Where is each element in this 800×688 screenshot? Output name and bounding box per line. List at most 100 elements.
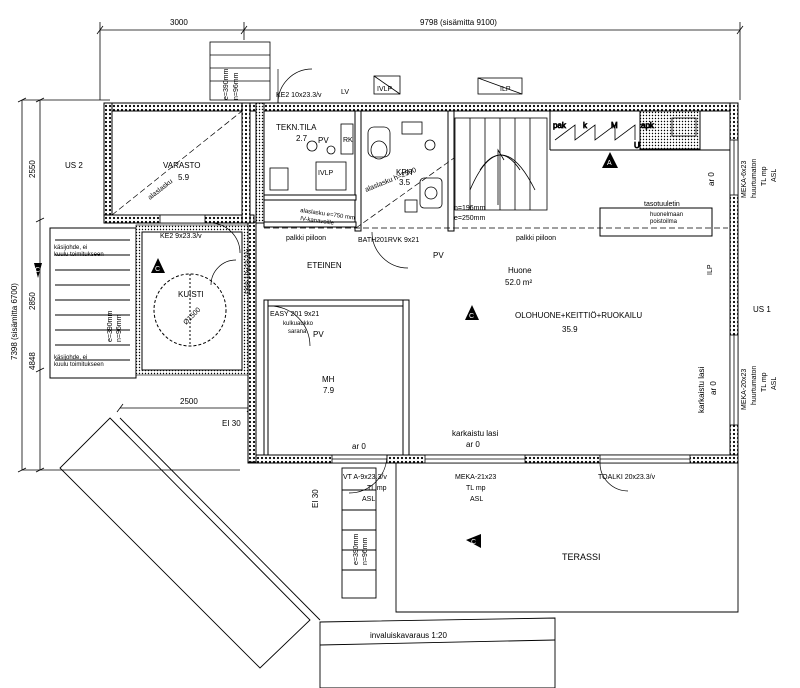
porch-ramp-n: n=96mm [116, 314, 123, 342]
window-meka21: MEKA-21x23 [455, 474, 496, 481]
kitchen-k: k [583, 121, 588, 130]
window-meka6-b: huurtumaton [751, 159, 758, 198]
kitchen-m: M [611, 121, 618, 130]
terrace [341, 463, 739, 613]
ei30-a: EI 30 [222, 419, 241, 428]
kitchen-pak: pak [553, 121, 567, 130]
door-ke2-mid: KE2 9x23.3/v [160, 233, 202, 240]
room-mh-area: 7.9 [323, 386, 335, 395]
room-varasto-name: VARASTO [163, 161, 201, 170]
ramp [59, 417, 556, 688]
section-c-3: C [471, 539, 476, 546]
section-c-2: C [155, 266, 160, 273]
door-vt-tl: TL mp [367, 485, 387, 492]
room-tekn-name: TEKN.TILA [276, 123, 317, 132]
window-meka6-c: TL mp [761, 166, 768, 186]
ivlp-top: IVLP [377, 86, 393, 93]
room-kph-area: 3.5 [399, 178, 411, 187]
dim-porch-width: 2500 [180, 397, 198, 406]
karkaistu-mid: karkaistu lasi [452, 429, 498, 438]
kitchen-counter: pak k M apk U [553, 117, 697, 150]
room-olohuone-area: 35.9 [562, 325, 578, 334]
room-varasto-area: 5.9 [178, 173, 190, 182]
alaslasku-varasto: alaslasku [147, 178, 174, 202]
porch [49, 224, 249, 379]
kitchen-u: U [634, 141, 640, 150]
stair-rise: n=196mm [454, 205, 485, 212]
section-c-1: C [469, 313, 474, 320]
dim-left-mid: 2850 [28, 292, 37, 310]
room-olohuone-name: OLOHUONE+KEITTIÖ+RUOKAILU [515, 311, 642, 320]
stair-run: e=250mm [454, 215, 485, 222]
dashed-lines [111, 110, 728, 229]
label-rk: RK [343, 137, 353, 144]
door-easy-sub2: sarana [288, 329, 307, 335]
section-a: A [607, 160, 612, 167]
dimension-lines [17, 22, 744, 473]
upper-entry [209, 41, 523, 101]
ar0-right-1: ar 0 [707, 172, 716, 186]
room-eteinen-name: ETEINEN [307, 261, 342, 270]
entry-e: e=390mm [223, 69, 230, 100]
section-markers [34, 152, 618, 548]
room-terassi-name: TERASSI [562, 552, 601, 562]
room-huone-area: 52.0 m² [505, 278, 532, 287]
porch-ramp-e: e=390mm [107, 311, 114, 342]
window-meka20-a: MEKA-20x23 [741, 369, 748, 410]
door-bath: BATH201RVK 9x21 [358, 237, 419, 244]
room-kph-name: KPH [396, 168, 413, 177]
room-mh-name: MH [322, 375, 335, 384]
tekn-fixtures [269, 123, 354, 191]
window-meka21-tl: TL mp [466, 485, 486, 492]
kaide-top-2: kuulu toimitukseen [54, 252, 104, 258]
alaslasku-small2: IV-kanavoille [300, 216, 335, 227]
palkki-left: palkki piiloon [286, 235, 326, 242]
room-tekn-area: 2.7 [296, 134, 308, 143]
palkki-right: palkki piiloon [516, 235, 556, 242]
label-us1: US 1 [753, 305, 771, 314]
pv-mh: PV [313, 330, 324, 339]
dim-left-lower: 4848 [28, 352, 37, 370]
terrace-ramp-n: n=96mm [362, 537, 369, 565]
door-toalki: TOALKI 20x23.3/v [598, 474, 656, 481]
window-meka21-asl: ASL [470, 496, 483, 503]
window-meka20-b: huurtumaton [751, 366, 758, 405]
tasotuuletin-sub2: poistoilma [650, 219, 678, 225]
tasotuuletin-sub1: huonelmaan [650, 212, 683, 218]
door-easy-sub1: kulkuaukko [283, 321, 314, 327]
ar0-bottom: ar 0 [352, 442, 366, 451]
lv-top: LV [341, 89, 349, 96]
dim-top-right: 9798 (sisämitta 9100) [420, 18, 497, 27]
terrace-ramp-e: e=390mm [353, 534, 360, 565]
entry-n: n=96mm [233, 72, 240, 100]
kaide-bottom-1: käsijohde, ei [54, 355, 87, 361]
kaide-bottom-2: kuulu toimitukseen [54, 362, 104, 368]
window-meka20-c: TL mp [761, 372, 768, 392]
ar0-mid: ar 0 [466, 440, 480, 449]
window-meka6-d: ASL [771, 169, 778, 182]
dim-left-total: 7398 (sisämitta 6700) [10, 283, 19, 360]
pv-eteinen: PV [433, 251, 444, 260]
pv-tekn: PV [318, 136, 329, 145]
tasotuuletin-label: tasotuuletin [644, 201, 680, 208]
room-kuisti-name: KUISTI [178, 290, 204, 299]
ei30-b: EI 30 [311, 489, 320, 508]
section-c-4: C [35, 267, 40, 274]
ivlp-tekn: IVLP [318, 170, 334, 177]
window-meka20-d: ASL [771, 377, 778, 390]
kaide-top-1: käsijohde, ei [54, 245, 87, 251]
door-ke2-top: KE2 10x23.3/v [276, 92, 322, 99]
karkaistu-right: karkaistu lasi [697, 367, 706, 413]
ar0-right-2: ar 0 [709, 381, 718, 395]
label-us2: US 2 [65, 161, 83, 170]
ilp-top: ILP [500, 86, 511, 93]
kitchen-apk: apk [641, 121, 655, 130]
window-meka6-a: MEKA-6x23 [741, 161, 748, 198]
room-huone-name: Huone [508, 266, 532, 275]
door-vt: VT A-9x23.3/v [343, 474, 387, 481]
invalid-note: invaluiskavaraus 1:20 [370, 631, 447, 640]
interior-walls [263, 110, 730, 456]
door-easy: EASY 201 9x21 [270, 311, 319, 318]
dim-left-upper: 2550 [28, 160, 37, 178]
